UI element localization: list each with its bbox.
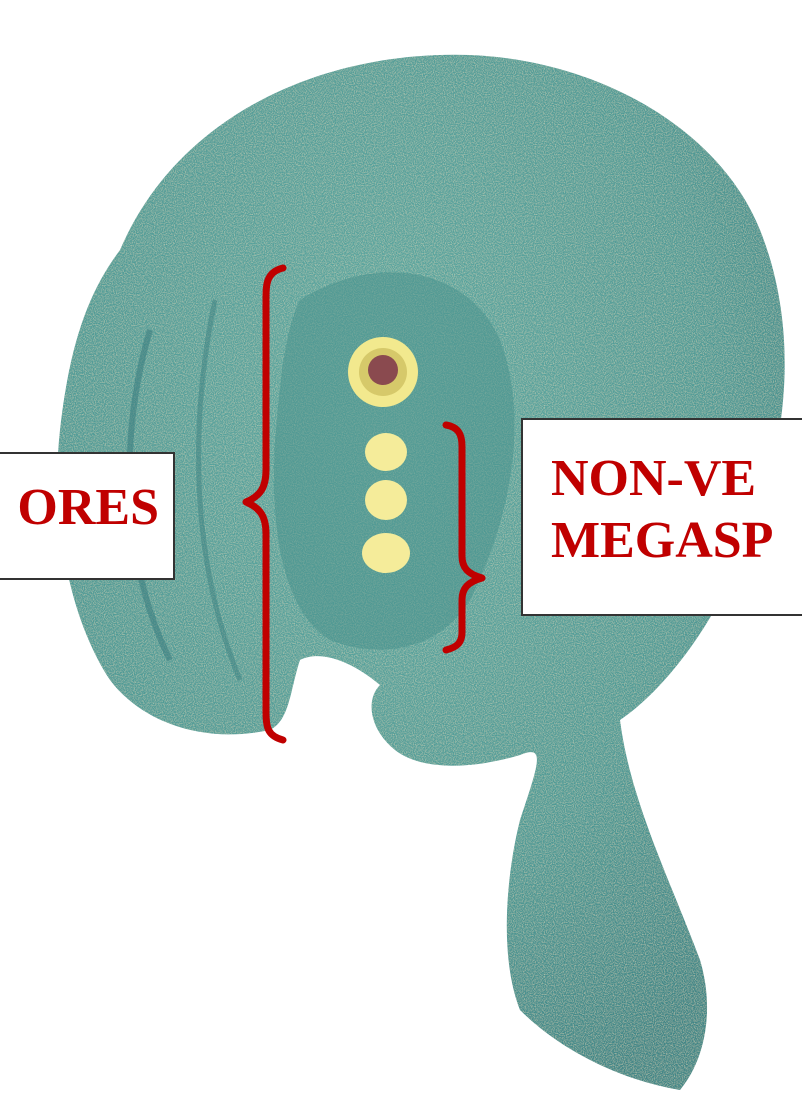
- functional-megaspore-core: [368, 355, 398, 385]
- label-right-line2: MEGASP: [551, 510, 802, 572]
- non-viable-megaspore: [365, 480, 407, 520]
- label-box-right: NON-VE MEGASP: [521, 418, 802, 616]
- label-left-text: ORES: [17, 479, 159, 536]
- label-right-line1: NON-VE: [551, 448, 802, 510]
- non-viable-megaspore: [365, 433, 407, 471]
- non-viable-megaspore: [362, 533, 410, 573]
- label-box-left: ORES: [0, 452, 175, 580]
